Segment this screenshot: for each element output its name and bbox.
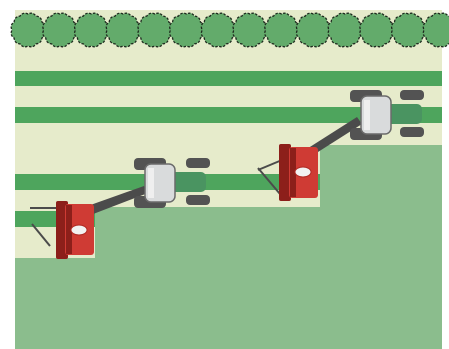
tree-icon: [390, 12, 426, 48]
tree-icon: [10, 12, 46, 48]
tree-icon: [264, 12, 300, 48]
tree-icon: [422, 12, 449, 48]
marker-arm-left: [31, 223, 51, 247]
tree-icon: [295, 12, 331, 48]
tree-icon: [73, 12, 109, 48]
tree-icon: [200, 12, 236, 48]
front-tire-right-bottom: [400, 127, 424, 137]
tractor-left-hood: [170, 172, 206, 192]
tree-icon: [169, 12, 204, 48]
tree-icon: [327, 12, 363, 48]
tractor-left: [134, 158, 210, 208]
stripe-1: [15, 71, 442, 86]
tractor-right-hood: [386, 104, 422, 124]
tree-icon: [137, 12, 173, 48]
tractor-right-unit: [257, 90, 424, 201]
front-tire-right-top: [400, 90, 424, 100]
tractor-left-unit: [30, 158, 210, 259]
badge-icon: [294, 166, 312, 178]
hitch-arm-left: [82, 186, 148, 216]
hedge-row: [10, 12, 449, 48]
front-tire-left-bottom: [186, 195, 210, 205]
seeder-left: [56, 201, 94, 259]
tree-icon: [105, 12, 141, 48]
tree-icon: [232, 12, 268, 48]
stripe-2: [15, 107, 442, 123]
marker-arm-right: [257, 167, 281, 195]
field-worked: [15, 145, 442, 349]
tractor-right: [350, 90, 424, 140]
badge-icon: [70, 224, 88, 236]
tree-icon: [359, 12, 395, 48]
seeder-right: [279, 144, 318, 201]
marker-arm-right-2: [257, 159, 283, 171]
tree-icon: [42, 12, 78, 48]
front-tire-left-top: [186, 158, 210, 168]
